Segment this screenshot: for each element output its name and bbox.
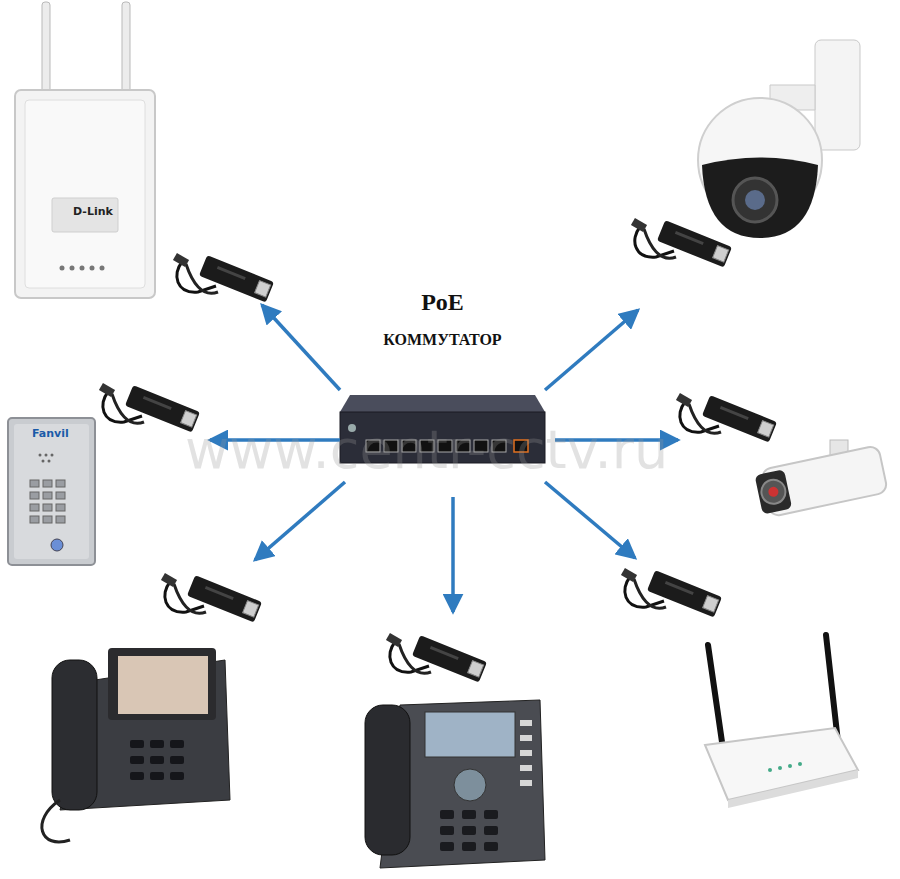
brand-label: D-Link bbox=[73, 206, 280, 219]
poe-splitter bbox=[99, 383, 200, 432]
ip-phone bbox=[365, 700, 545, 868]
bullet-camera bbox=[754, 440, 888, 518]
poe-splitter bbox=[676, 393, 777, 442]
poe-splitter bbox=[621, 568, 722, 617]
switch-title: PoE bbox=[340, 289, 545, 317]
access-point-node: D-Link bbox=[15, 0, 280, 305]
poe-splitter bbox=[386, 633, 487, 682]
ip-video-phone bbox=[42, 648, 230, 842]
access-point bbox=[15, 2, 155, 298]
ptz-camera bbox=[698, 40, 860, 238]
watermark: www.centr-cctv.ru bbox=[185, 418, 668, 481]
intercom-node: Fanvil bbox=[5, 380, 210, 568]
poe-splitter bbox=[173, 253, 274, 302]
door-intercom bbox=[8, 418, 95, 565]
poe-splitter bbox=[161, 573, 262, 622]
arrow-connector bbox=[262, 305, 340, 390]
brand-label: Fanvil bbox=[32, 428, 210, 441]
poe-splitter bbox=[631, 218, 732, 267]
switch-subtitle: КОММУТАТОР bbox=[340, 331, 545, 349]
wifi-router bbox=[705, 635, 858, 808]
